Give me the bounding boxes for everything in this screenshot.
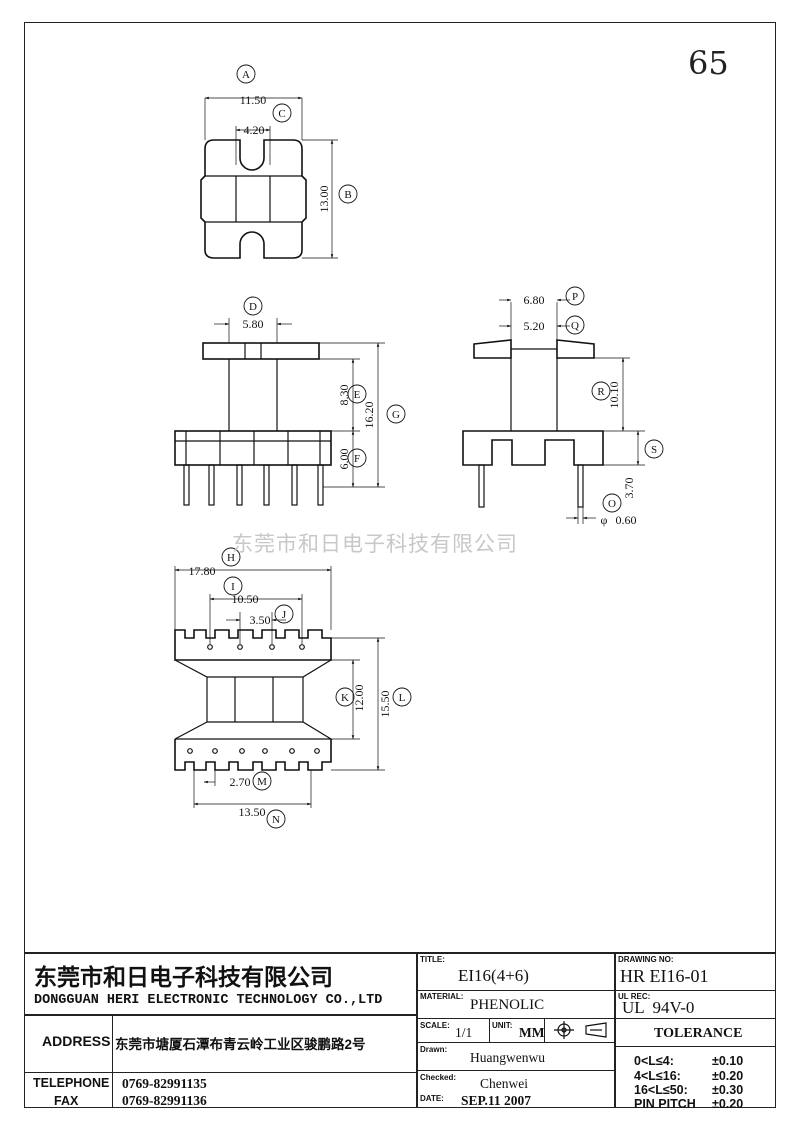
dim-o: 0.60 <box>616 513 637 527</box>
title-block: 东莞市和日电子科技有限公司 DONGGUAN HERI ELECTRONIC T… <box>24 952 776 1111</box>
drawing-no-value: HR EI16-01 <box>620 966 709 986</box>
drawing-no-label: DRAWING NO: <box>618 955 674 964</box>
callout-f: F <box>354 453 360 465</box>
dim-d: 5.80 <box>243 317 264 331</box>
projection-symbol-icon <box>550 1020 612 1044</box>
front-view <box>174 296 406 506</box>
title-value: EI16(4+6) <box>458 966 529 985</box>
callout-o: O <box>608 498 616 510</box>
callout-r: R <box>597 386 605 398</box>
callout-b: B <box>344 189 351 201</box>
callout-m: M <box>257 776 267 788</box>
tolerance-range-1: 0<L≤4: <box>634 1054 674 1068</box>
tolerance-range-2: 4<L≤16: <box>634 1069 681 1083</box>
fax-label: FAX <box>54 1094 79 1108</box>
dim-c: 4.20 <box>244 123 265 137</box>
company-name-en: DONGGUAN HERI ELECTRONIC TECHNOLOGY CO.,… <box>34 993 383 1008</box>
callout-n: N <box>272 814 280 826</box>
drawing-frame <box>24 22 776 1108</box>
dim-h: 17.80 <box>189 564 216 578</box>
tolerance-value-3: ±0.30 <box>712 1083 744 1097</box>
dim-p: 6.80 <box>524 293 545 307</box>
drawn-value: Huangwenwu <box>470 1050 545 1065</box>
dim-b: 13.00 <box>317 186 331 213</box>
drawn-label: Drawn: <box>420 1045 448 1054</box>
callout-a: A <box>242 69 250 81</box>
company-name-cn: 东莞市和日电子科技有限公司 <box>34 964 333 991</box>
dim-f: 6.00 <box>337 449 351 470</box>
callout-c: C <box>278 108 285 120</box>
dim-g: 16.20 <box>362 402 376 429</box>
checked-value: Chenwei <box>480 1076 528 1091</box>
scale-label: SCALE: <box>420 1021 450 1030</box>
tolerance-range-3: 16<L≤50: <box>634 1083 688 1097</box>
material-label: MATERIAL: <box>420 992 464 1001</box>
callout-s: S <box>651 444 657 456</box>
callout-j: J <box>282 609 287 621</box>
dim-e: 8.30 <box>337 385 351 406</box>
watermark: 东莞市和日电子科技有限公司 <box>232 532 518 556</box>
callout-l: L <box>399 692 406 704</box>
tolerance-range-4: PIN PITCH <box>634 1097 696 1111</box>
date-label: DATE: <box>420 1094 444 1103</box>
callout-g: G <box>392 409 400 421</box>
dim-a: 11.50 <box>240 93 267 107</box>
unit-value: MM <box>519 1025 545 1040</box>
ul-rec-value: UL 94V-0 <box>622 998 695 1017</box>
dim-i: 10.50 <box>232 592 259 606</box>
dim-q: 5.20 <box>524 319 545 333</box>
callout-h: H <box>227 552 235 564</box>
callout-d: D <box>249 301 257 313</box>
ul-rec-label: UL REC: <box>618 992 651 1001</box>
bottom-view <box>174 547 412 829</box>
technical-drawing: A C B 11.50 4.20 13.00 D E F G 5.80 8.30… <box>174 64 664 829</box>
callout-q: Q <box>571 320 579 332</box>
dim-o-prefix: φ <box>601 513 608 527</box>
checked-label: Checked: <box>420 1073 457 1082</box>
dim-s: 3.70 <box>622 478 636 499</box>
side-view <box>462 286 664 524</box>
unit-label: UNIT: <box>492 1021 513 1030</box>
callout-p: P <box>572 291 578 303</box>
tolerance-value-4: ±0.20 <box>712 1097 744 1111</box>
dim-r: 10.10 <box>607 382 621 409</box>
dim-m: 2.70 <box>230 775 251 789</box>
scale-value: 1/1 <box>455 1025 473 1040</box>
address-label: ADDRESS <box>42 1033 111 1049</box>
tolerance-value-1: ±0.10 <box>712 1054 744 1068</box>
top-view <box>200 64 358 259</box>
dim-k: 12.00 <box>352 685 366 712</box>
fax-value: 0769-82991136 <box>122 1093 207 1108</box>
dim-l: 15.50 <box>378 691 392 718</box>
telephone-label: TELEPHONE <box>33 1076 110 1090</box>
telephone-value: 0769-82991135 <box>122 1076 207 1091</box>
title-label: TITLE: <box>420 955 445 964</box>
page-number: 65 <box>688 44 729 82</box>
tolerance-label: TOLERANCE <box>654 1026 743 1041</box>
address-value: 东莞市塘厦石潭布青云岭工业区骏鹏路2号 <box>115 1037 366 1052</box>
callout-k: K <box>341 692 349 704</box>
tolerance-value-2: ±0.20 <box>712 1069 744 1083</box>
date-value: SEP.11 2007 <box>461 1093 532 1108</box>
callout-e: E <box>354 389 361 401</box>
dim-n: 13.50 <box>239 805 266 819</box>
material-value: PHENOLIC <box>470 997 545 1013</box>
dim-j: 3.50 <box>250 613 271 627</box>
callout-i: I <box>231 581 235 593</box>
